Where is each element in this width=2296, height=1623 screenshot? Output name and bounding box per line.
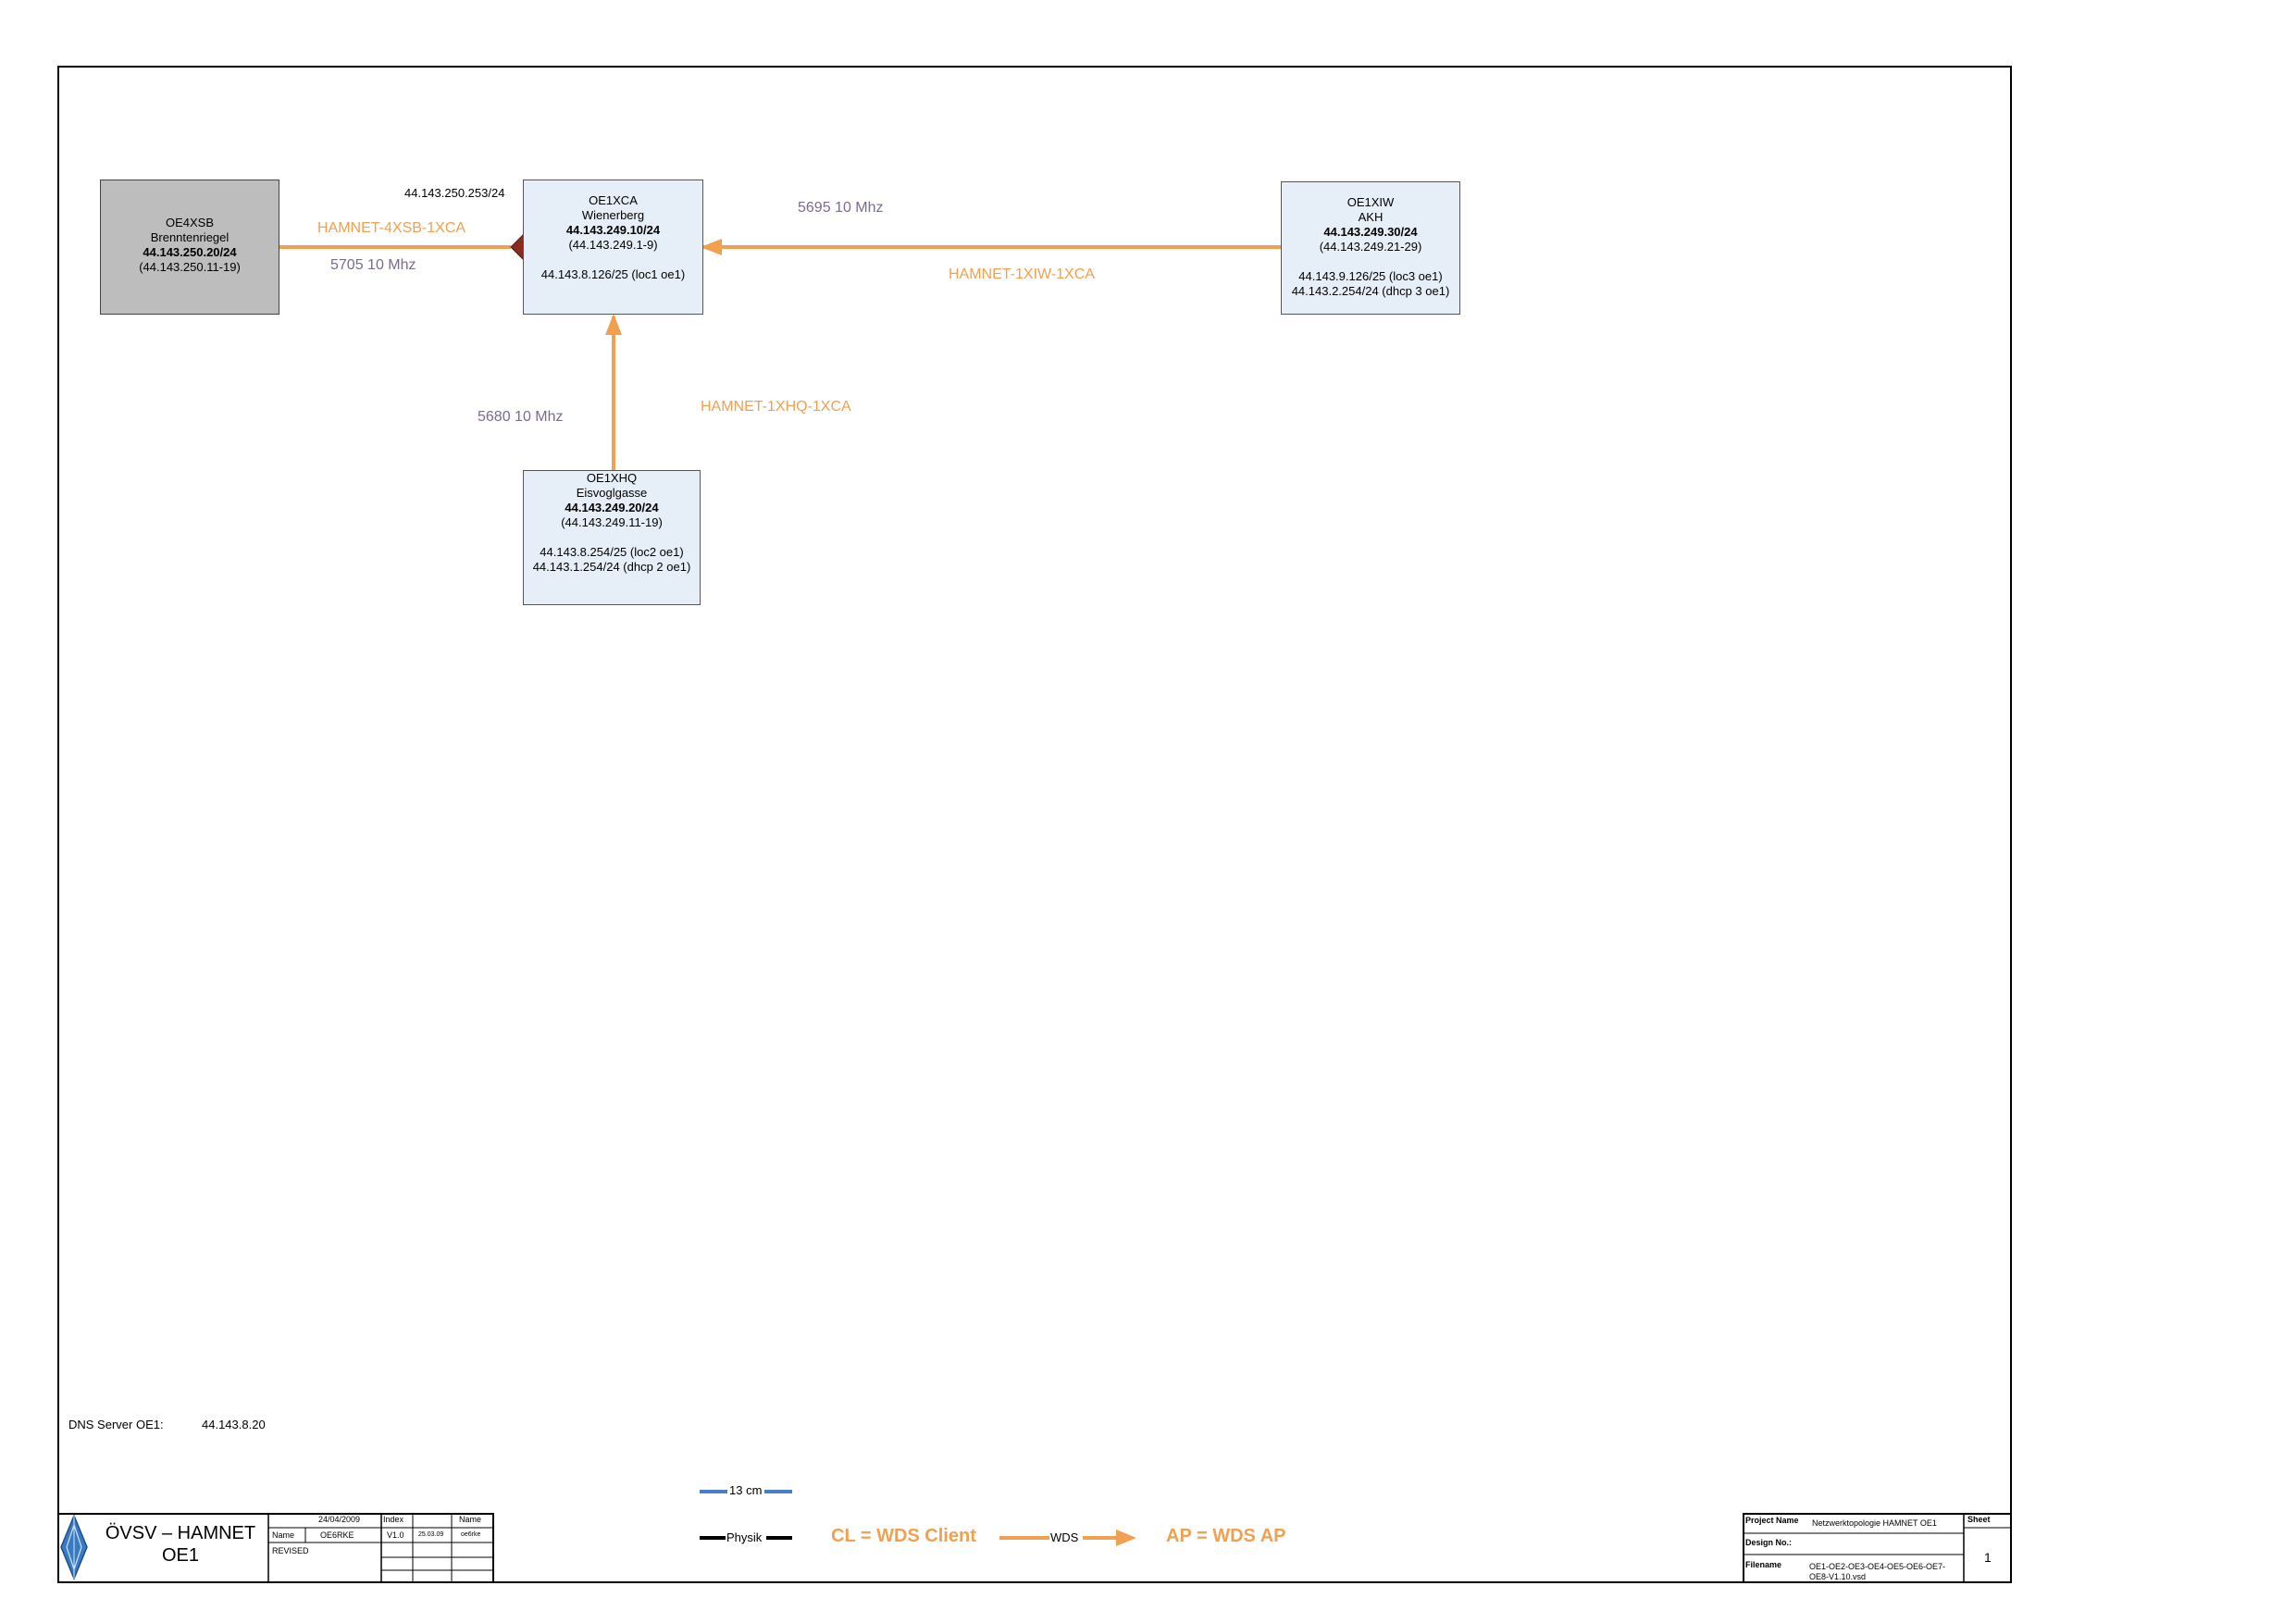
node-oe1xca-range: (44.143.249.1-9) (568, 238, 658, 252)
design-no-label: Design No.: (1745, 1538, 1793, 1547)
project-block (1743, 1513, 2012, 1583)
node-oe1xca-ip: 44.143.249.10/24 (565, 223, 661, 237)
legend-physik: Physik (726, 1530, 763, 1544)
node-oe1xiw-ip: 44.143.249.30/24 (1323, 225, 1418, 239)
node-oe4xsb-ip: 44.143.250.20/24 (143, 245, 237, 259)
link-4xsb-1xca-ip: 44.143.250.253/24 (404, 186, 505, 200)
legend-wds: WDS (1050, 1530, 1079, 1544)
oevsv-logo-icon (60, 1514, 88, 1580)
title-block (57, 1513, 494, 1583)
title-block-index-date: 25.03.09 (418, 1531, 444, 1538)
node-oe1xhq-ip: 44.143.249.20/24 (565, 501, 659, 514)
link-4xsb-1xca-name: HAMNET-4XSB-1XCA (317, 220, 466, 236)
title-block-index-label: Index (383, 1515, 404, 1524)
dns-label: DNS Server OE1: (68, 1418, 164, 1431)
project-name-label: Project Name (1745, 1516, 1799, 1525)
node-oe1xiw-location: AKH (1358, 210, 1384, 224)
title-block-date: 24/04/2009 (318, 1515, 361, 1524)
dns-value: 44.143.8.20 (202, 1418, 266, 1431)
node-oe1xhq-extra2: 44.143.1.254/24 (dhcp 2 oe1) (532, 560, 691, 574)
node-oe1xhq-extra1: 44.143.8.254/25 (loc2 oe1) (540, 545, 684, 559)
filename-value: OE1-OE2-OE3-OE4-OE5-OE6-OE7-OE8-V1.10.vs… (1809, 1562, 1946, 1581)
title-block-revised: REVISED (272, 1546, 309, 1555)
node-oe1xca-extra1: 44.143.8.126/25 (loc1 oe1) (540, 267, 686, 281)
link-1xhq-1xca-name: HAMNET-1XHQ-1XCA (701, 399, 851, 415)
node-oe1xhq[interactable]: OE1XHQ Eisvoglgasse 44.143.249.20/24 (44… (523, 470, 701, 605)
title-block-name-label: Name (272, 1530, 295, 1540)
link-4xsb-1xca-freq: 5705 10 Mhz (330, 257, 416, 273)
legend-scale: 13 cm (729, 1483, 763, 1497)
node-oe4xsb-range: (44.143.250.11-19) (139, 260, 241, 274)
node-oe1xiw-range: (44.143.249.21-29) (1319, 240, 1422, 254)
link-1xhq-1xca-arrowhead (605, 314, 622, 335)
legend-cl: CL = WDS Client (831, 1526, 976, 1546)
link-1xhq-1xca-freq: 5680 10 Mhz (478, 409, 564, 425)
node-oe4xsb-name: OE4XSB (165, 216, 215, 229)
node-oe1xiw-extra1: 44.143.9.126/25 (loc3 oe1) (1298, 269, 1443, 283)
node-oe1xca-location: Wienerberg (581, 208, 645, 222)
link-1xiw-1xca-name: HAMNET-1XIW-1XCA (949, 266, 1095, 282)
project-name-value: Netzwerktopologie HAMNET OE1 (1812, 1518, 1937, 1528)
wds-arrowhead (1116, 1530, 1136, 1546)
title-block-index-name-label: Name (459, 1515, 482, 1524)
title-block-org: ÖVSV – HAMNET (105, 1523, 256, 1543)
title-block-region: OE1 (161, 1545, 200, 1566)
node-oe1xhq-range: (44.143.249.11-19) (561, 515, 663, 529)
node-oe1xiw[interactable]: OE1XIW AKH 44.143.249.30/24 (44.143.249.… (1281, 181, 1460, 315)
title-block-index-name: oe6rke (461, 1531, 481, 1538)
node-oe1xhq-name: OE1XHQ (586, 471, 638, 485)
node-oe1xhq-location: Eisvoglgasse (576, 486, 648, 500)
title-block-name-value: OE6RKE (320, 1530, 354, 1540)
title-block-title: ÖVSV – HAMNET OE1 (93, 1522, 268, 1567)
title-block-version: V1.0 (387, 1530, 404, 1540)
drawing-frame (57, 66, 2012, 1583)
node-oe1xca[interactable]: OE1XCA Wienerberg 44.143.249.10/24 (44.1… (523, 180, 703, 315)
filename-label: Filename (1745, 1560, 1782, 1569)
sheet-label: Sheet (1967, 1515, 1991, 1524)
node-oe4xsb[interactable]: OE4XSB Brenntenriegel 44.143.250.20/24 (… (100, 180, 279, 315)
link-1xiw-1xca-freq: 5695 10 Mhz (798, 200, 884, 216)
link-1xiw-1xca-arrowhead (701, 239, 722, 255)
node-oe1xiw-extra2: 44.143.2.254/24 (dhcp 3 oe1) (1291, 284, 1450, 298)
node-oe1xiw-name: OE1XIW (1347, 195, 1395, 209)
node-oe1xca-name: OE1XCA (589, 193, 638, 207)
legend-ap: AP = WDS AP (1166, 1526, 1286, 1546)
node-oe4xsb-location: Brenntenriegel (150, 230, 230, 244)
sheet-value: 1 (1984, 1550, 1992, 1565)
